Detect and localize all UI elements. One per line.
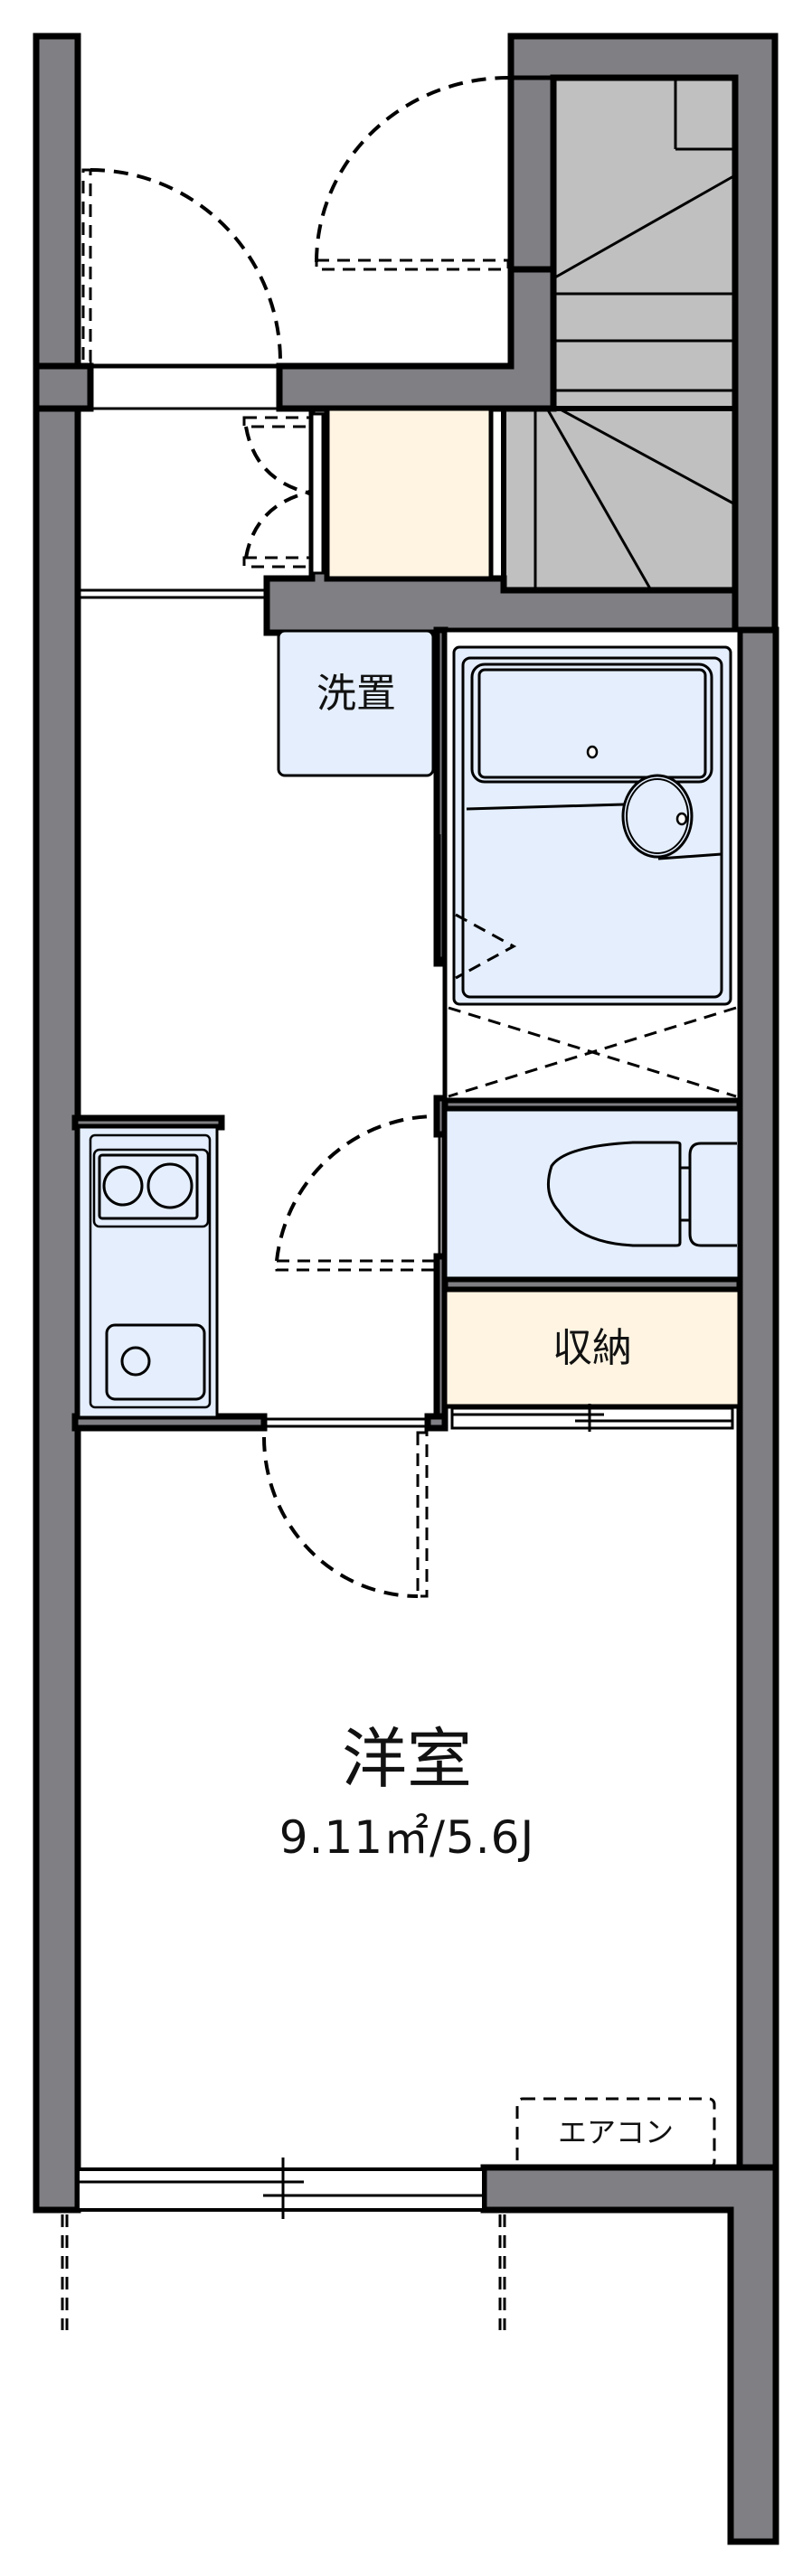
storage-label: 収納: [552, 1325, 632, 1371]
washer-space: [277, 629, 435, 777]
aircon-label: エアコン: [557, 2115, 674, 2149]
room-name: 洋室: [341, 1721, 472, 1797]
aircon-marker: [515, 2097, 716, 2169]
storage-closet: [442, 1287, 742, 1432]
washer-space-label: 洗置: [316, 671, 396, 717]
balcony-window[interactable]: [76, 2158, 486, 2219]
bathroom: [442, 627, 742, 1103]
balcony-outline: [61, 2214, 506, 2330]
staircase: [501, 75, 738, 593]
toilet-door[interactable]: [275, 1114, 445, 1272]
western-room: [75, 1428, 741, 2169]
bathroom-door[interactable]: [438, 834, 445, 962]
room-area: 9.11㎡/5.6J: [279, 1811, 535, 1864]
room-door[interactable]: [262, 1417, 429, 1598]
shoe-cabinet: [242, 406, 494, 581]
kitchen: [75, 1125, 219, 1419]
toilet-room: [442, 1106, 742, 1282]
entry-door[interactable]: [81, 168, 282, 363]
entrance: [78, 75, 556, 599]
hall-door[interactable]: [315, 76, 510, 271]
